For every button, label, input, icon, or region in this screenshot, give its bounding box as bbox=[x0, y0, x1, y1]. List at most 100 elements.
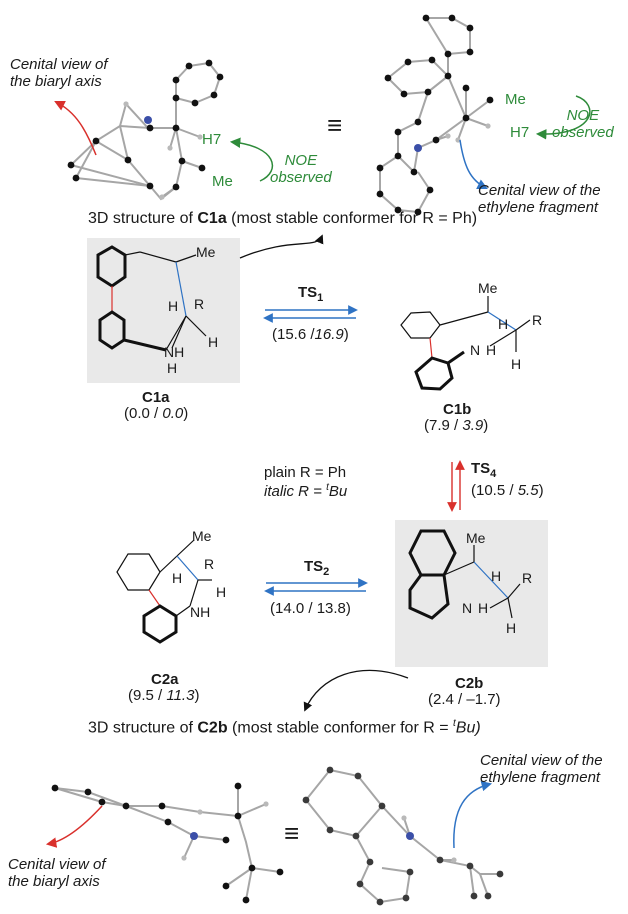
ts4-main: TS bbox=[471, 460, 491, 477]
ts4-equilibrium-arrows bbox=[447, 460, 465, 512]
noe-left-line1: NOE bbox=[284, 152, 318, 169]
c1b-name: C1b bbox=[443, 401, 472, 418]
bottom-right-caption-line1: Cenital view of the bbox=[480, 752, 603, 769]
c1b-energy: (7.9 / 3.9) bbox=[424, 418, 488, 434]
c1b-r: R bbox=[532, 312, 543, 328]
c2a-me: Me bbox=[192, 528, 212, 544]
c1a-energy: (0.0 / 0.0) bbox=[124, 406, 188, 422]
c1b-energy-close: ) bbox=[483, 417, 489, 434]
ts1-sub: 1 bbox=[317, 292, 324, 304]
ts2-main: TS bbox=[304, 558, 324, 575]
c1a-name: C1a bbox=[142, 389, 170, 406]
noe-label-left: NOE observed bbox=[270, 152, 332, 186]
c2a-structure bbox=[116, 539, 212, 644]
c2b-3d-title: 3D structure of C2b (most stable conform… bbox=[88, 718, 481, 737]
c1a-3d-title: 3D structure of C1a (most stable conform… bbox=[88, 210, 477, 228]
ts1-label: TS1 bbox=[298, 284, 323, 304]
ts1-equilibrium-arrows bbox=[263, 305, 358, 323]
me-label-left: Me bbox=[212, 173, 233, 190]
c2b-n: N bbox=[462, 600, 473, 616]
bottom-right-caption-line2: ethylene fragment bbox=[480, 769, 601, 786]
c1a-title-prefix: 3D structure of bbox=[88, 210, 198, 227]
ts2-energy: (14.0 / 13.8) bbox=[270, 600, 351, 617]
c1b-me: Me bbox=[478, 280, 498, 296]
ts1-main: TS bbox=[298, 284, 318, 301]
top-equiv-symbol: ≡ bbox=[327, 110, 343, 140]
ts4-sub: 4 bbox=[490, 468, 497, 480]
c1a-energy-plain: (0.0 / bbox=[124, 405, 163, 422]
ts4-energy: (10.5 / 5.5) bbox=[471, 482, 544, 499]
c1a-h2: H bbox=[208, 334, 219, 350]
bottom-left-caption-line2: the biaryl axis bbox=[8, 873, 100, 890]
c1b-energy-italic: 3.9 bbox=[462, 417, 484, 434]
c2a-energy: (9.5 / 11.3) bbox=[128, 688, 199, 704]
c2a-r: R bbox=[204, 556, 215, 572]
top-left-caption-line1: Cenital view of bbox=[10, 56, 108, 73]
c1b-structure bbox=[400, 296, 531, 391]
c1a-h-n: H bbox=[167, 360, 178, 376]
c1a-me: Me bbox=[196, 244, 216, 260]
ts2-label: TS2 bbox=[304, 558, 329, 578]
c1a-title-suffix: (most stable conformer for R = Ph) bbox=[226, 210, 478, 227]
bottom-left-caption-line1: Cenital view of bbox=[8, 856, 106, 873]
legend-italic-sup: t bbox=[326, 482, 329, 493]
c2b-me: Me bbox=[466, 530, 486, 546]
c2b-3d-side-view bbox=[45, 782, 284, 904]
c1b-h-n: H bbox=[486, 342, 497, 358]
bottom-left-caption: Cenital view of the biaryl axis bbox=[8, 856, 106, 890]
c2b-h-n: H bbox=[478, 600, 489, 616]
c2a-name: C2a bbox=[151, 671, 179, 688]
ts1-energy-plain: (15.6 / bbox=[272, 326, 315, 343]
top-left-caption-line2: the biaryl axis bbox=[10, 73, 102, 90]
c1a-r: R bbox=[194, 296, 205, 312]
top-right-caption-line1: Cenital view of the bbox=[478, 182, 601, 199]
noe-left-line2: observed bbox=[270, 169, 332, 186]
c2a-h2: H bbox=[216, 584, 227, 600]
c1a-title-compound: C1a bbox=[197, 210, 227, 227]
c2b-title-compound: C2b bbox=[197, 719, 228, 737]
ts1-energy-close: ) bbox=[343, 326, 349, 343]
c2b-title-mid: (most stable conformer for R = bbox=[227, 719, 454, 737]
top-right-caption-line2: ethylene fragment bbox=[478, 199, 599, 216]
c2b-title-end: Bu) bbox=[455, 719, 481, 737]
h7-label-right: H7 bbox=[510, 124, 530, 141]
c2b-h2: H bbox=[506, 620, 517, 636]
c1b-h2: H bbox=[511, 356, 522, 372]
top-left-caption: Cenital view of the biaryl axis bbox=[10, 56, 108, 90]
legend-italic: italic R = tBu bbox=[264, 482, 347, 500]
ts4-energy-close: ) bbox=[538, 482, 544, 499]
c2b-3d-top-view bbox=[302, 766, 504, 906]
c1b-energy-plain: (7.9 / bbox=[424, 417, 463, 434]
c1a-energy-italic: 0.0 bbox=[162, 405, 184, 422]
c2a-nh: NH bbox=[190, 604, 211, 620]
ts1-energy-italic: 16.9 bbox=[314, 326, 344, 343]
bottom-equiv-symbol: ≡ bbox=[284, 818, 300, 848]
ts1-energy: (15.6 /16.9) bbox=[272, 326, 349, 343]
c1a-h1: H bbox=[168, 298, 179, 314]
ts4-energy-plain: (10.5 / bbox=[471, 482, 518, 499]
ts2-equilibrium-arrows bbox=[264, 578, 368, 596]
c2b-energy: (2.4 / –1.7) bbox=[428, 691, 501, 708]
c2b-h1: H bbox=[491, 568, 502, 584]
c2b-name: C2b bbox=[455, 675, 484, 692]
noe-right-line1: NOE bbox=[566, 107, 600, 124]
c1a-3d-top-view bbox=[376, 14, 591, 216]
noe-right-line2: observed bbox=[552, 124, 614, 141]
legend-italic-end: Bu bbox=[328, 483, 348, 500]
me-label-right: Me bbox=[505, 91, 526, 108]
top-right-caption: Cenital view of the ethylene fragment bbox=[478, 182, 601, 216]
c2b-r: R bbox=[522, 570, 533, 586]
c1b-n: N bbox=[470, 342, 481, 358]
c2a-energy-close: ) bbox=[194, 687, 200, 704]
h7-label-left: H7 bbox=[202, 131, 222, 148]
c2b-title-prefix: 3D structure of bbox=[88, 719, 198, 737]
ts4-energy-italic: 5.5 bbox=[517, 482, 539, 499]
c2a-h1: H bbox=[172, 570, 183, 586]
c1b-h1: H bbox=[498, 316, 509, 332]
c2a-energy-plain: (9.5 / bbox=[128, 687, 167, 704]
c1a-nh: NH bbox=[164, 344, 185, 360]
c2a-energy-italic: 11.3 bbox=[166, 687, 195, 704]
noe-label-right: NOE observed bbox=[552, 107, 614, 141]
